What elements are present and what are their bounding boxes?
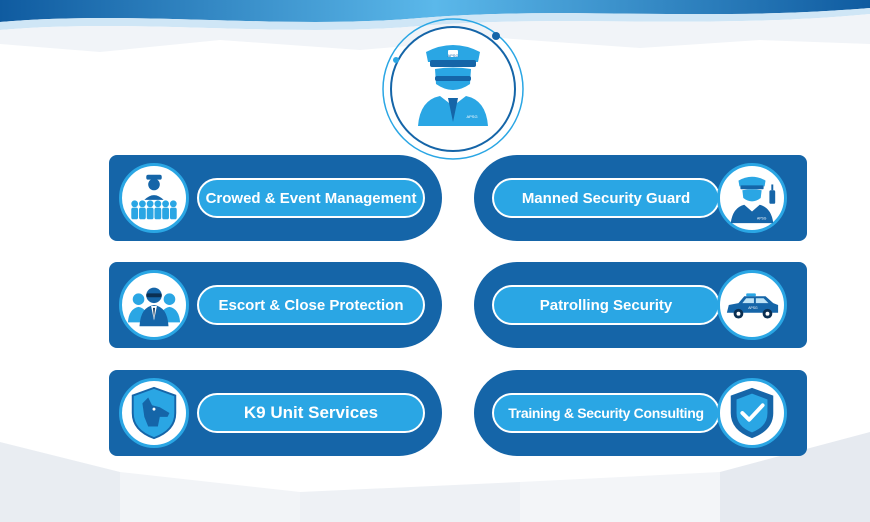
patrol-car-icon: APSG (717, 270, 787, 340)
service-card-manned-guard[interactable]: Manned Security Guard APSG (474, 155, 807, 241)
service-card-training-consulting[interactable]: Training & Security Consulting (474, 370, 807, 456)
service-label: Crowed & Event Management (205, 189, 417, 207)
service-label-pill: Patrolling Security (492, 285, 720, 325)
hub-guard-emblem: APSG APSG (382, 18, 524, 160)
crowd-icon (119, 163, 189, 233)
guard-radio-icon: APSG (717, 163, 787, 233)
service-card-patrolling[interactable]: Patrolling Security APSG (474, 262, 807, 348)
car-badge-text: APSG (748, 306, 758, 310)
hub-badge-text: APSG (447, 53, 458, 58)
bodyguard-icon (119, 270, 189, 340)
service-label-pill: K9 Unit Services (197, 393, 425, 433)
dog-shield-icon (119, 378, 189, 448)
check-shield-icon (717, 378, 787, 448)
security-guard-icon (418, 45, 488, 126)
service-label-pill: Escort & Close Protection (197, 285, 425, 325)
bottom-decoration (0, 432, 870, 522)
service-label-pill: Crowed & Event Management (197, 178, 425, 218)
service-label: Manned Security Guard (521, 189, 691, 207)
guard-badge-text: APSG (757, 216, 767, 220)
service-label-pill: Training & Security Consulting (492, 393, 720, 433)
service-label-pill: Manned Security Guard (492, 178, 720, 218)
hub-chest-text: APSG (466, 114, 477, 119)
service-card-crowd-event[interactable]: Crowed & Event Management (109, 155, 442, 241)
service-card-escort-protection[interactable]: Escort & Close Protection (109, 262, 442, 348)
service-label: K9 Unit Services (243, 403, 379, 422)
service-label: Escort & Close Protection (218, 296, 404, 314)
service-card-k9-unit[interactable]: K9 Unit Services (109, 370, 442, 456)
service-label: Patrolling Security (539, 296, 673, 314)
service-label: Training & Security Consulting (508, 405, 704, 421)
